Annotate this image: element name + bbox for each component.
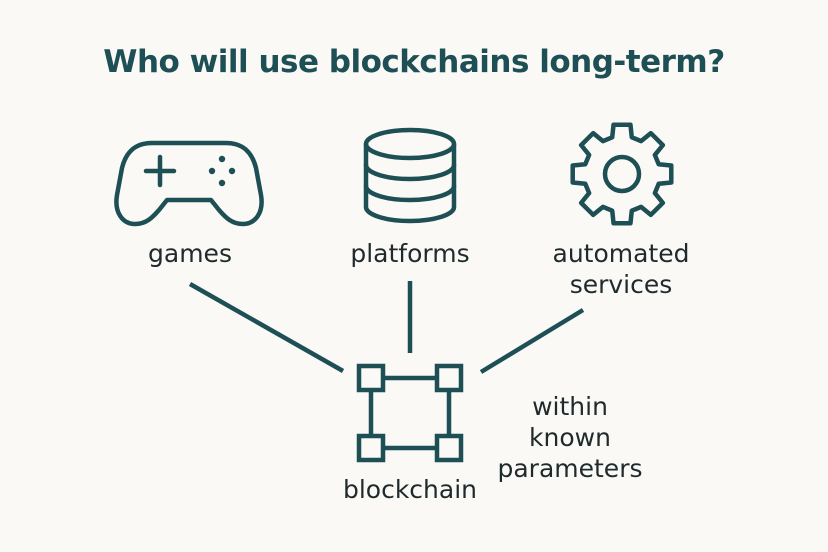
label-automated-services-line1: automated xyxy=(552,239,690,268)
annotation-line1: within xyxy=(532,392,608,421)
blockchain-icon xyxy=(356,363,464,463)
label-automated-services: automated services xyxy=(530,238,712,300)
diagram-title: Who will use blockchains long-term? xyxy=(103,44,725,80)
annotation-within-known-parameters: within known parameters xyxy=(484,391,656,484)
label-automated-services-line2: services xyxy=(569,270,673,299)
gear-icon xyxy=(570,122,674,226)
database-icon xyxy=(363,127,457,224)
connector-games-blockchain xyxy=(188,282,345,373)
label-games: games xyxy=(148,239,232,268)
connector-services-blockchain xyxy=(479,308,585,374)
annotation-line3: parameters xyxy=(497,454,643,483)
gamepad-icon xyxy=(114,140,264,227)
label-blockchain: blockchain xyxy=(342,475,478,504)
label-platforms: platforms xyxy=(350,239,470,268)
annotation-line2: known xyxy=(529,423,611,452)
